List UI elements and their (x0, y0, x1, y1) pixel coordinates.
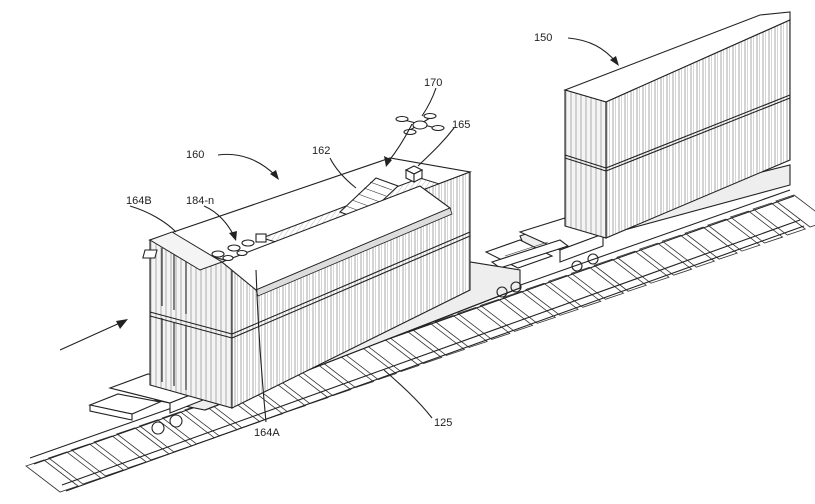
leader-170 (421, 87, 437, 117)
coupler (484, 239, 570, 269)
leader-164A (255, 269, 267, 423)
leader-150 (567, 37, 617, 63)
label-160: 160 (186, 149, 204, 161)
rail-tie (479, 298, 534, 332)
package (236, 249, 248, 257)
drone-body (412, 120, 428, 130)
railcar-150-end-platform-side (559, 233, 604, 263)
package (255, 233, 267, 243)
railcar-125-wheel (510, 281, 522, 293)
rail-tie (570, 266, 625, 300)
railcar-125-wheel (169, 414, 183, 428)
leader-125 (383, 369, 433, 419)
railroad-track (25, 189, 815, 493)
rail-tie (456, 306, 511, 340)
rail-tie (661, 234, 716, 268)
container-150-seam-end (564, 154, 607, 169)
container-160-seam-end-2 (149, 315, 233, 339)
label-164A: 164A (254, 427, 280, 439)
packages-184-n (142, 233, 267, 262)
direction-arrow (59, 319, 128, 351)
container-150-seam-side-2 (605, 97, 791, 172)
label-150: 150 (534, 32, 552, 44)
rail-tie (729, 210, 784, 244)
drone-170 (395, 112, 445, 136)
label-184n: 184-n (186, 195, 214, 207)
railcar-150-wheel (571, 260, 583, 272)
package (222, 254, 234, 262)
roof-unit-165 (404, 165, 424, 183)
railcar-125-wheel (496, 286, 508, 298)
leader-162 (329, 157, 357, 189)
container-160-seam-end (149, 311, 233, 335)
container-150-seam-side (605, 94, 791, 169)
drone-rotor (431, 124, 445, 132)
leader-lines (129, 37, 619, 423)
container-160-door-latches (161, 248, 187, 390)
container-160-seam-side-2 (231, 235, 471, 339)
direction-arrowhead (116, 319, 128, 329)
rail-tie (616, 250, 670, 284)
railcar-125-step-front (89, 404, 133, 421)
rail-right (61, 219, 801, 486)
drone-rotor (423, 112, 437, 120)
rail-tie (593, 258, 648, 292)
package (211, 250, 225, 258)
rail-tie (502, 290, 557, 324)
label-162: 162 (312, 145, 330, 157)
leader-165 (417, 127, 455, 167)
rail-tie (434, 315, 488, 348)
package (142, 249, 158, 259)
package (227, 244, 241, 252)
railcar-150 (518, 11, 791, 272)
label-125: 125 (434, 417, 452, 429)
rail-tie (547, 274, 602, 308)
container-150-seam-end-2 (564, 157, 607, 172)
package (241, 239, 255, 247)
label-165: 165 (452, 119, 470, 131)
rail-tie (752, 202, 807, 236)
rail-tie (684, 226, 738, 260)
rail-left-inner (33, 195, 795, 465)
rail-tie (775, 194, 815, 228)
drone-rotor (395, 115, 409, 123)
container-160-lid-164B (148, 231, 224, 271)
coupler-detail (504, 241, 549, 257)
container-150-side-face (605, 19, 791, 239)
rail-tie (706, 218, 761, 252)
container-160 (142, 157, 473, 409)
leader-164B (129, 205, 177, 233)
label-164B: 164B (126, 195, 152, 207)
railcar-125-wheel (151, 421, 165, 435)
railcar-150-wheel (587, 253, 599, 265)
leader-160 (217, 153, 277, 177)
rail-ties (25, 194, 815, 493)
container-160-seam-side (231, 231, 471, 335)
rail-right-inner (65, 225, 805, 492)
drone-rotor (403, 128, 417, 136)
rail-tie (638, 242, 693, 276)
label-170: 170 (424, 77, 442, 89)
rail-tie (525, 282, 579, 316)
